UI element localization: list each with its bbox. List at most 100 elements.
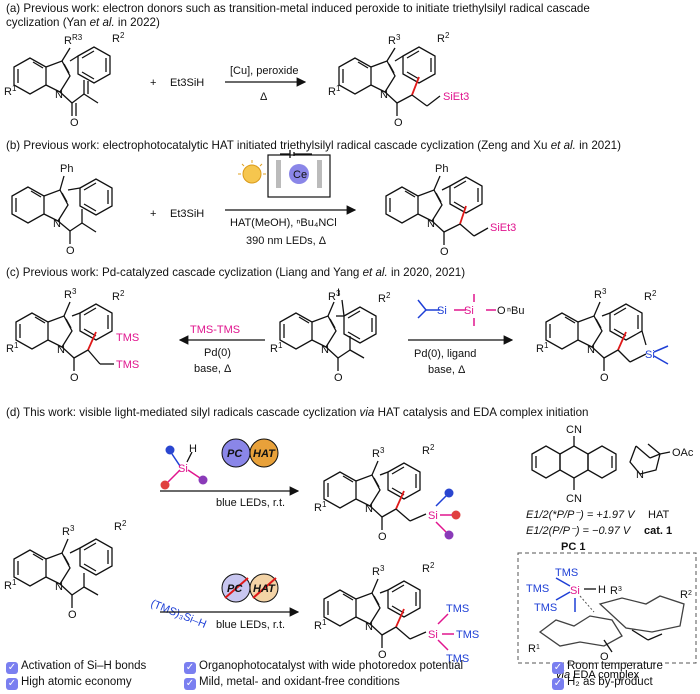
eda-o: O	[600, 651, 609, 663]
section-d-bottom-tms-2: TMS	[456, 629, 479, 641]
section-d-hat-oac: OAc	[672, 447, 694, 459]
section-a-r3: RR3	[64, 33, 83, 48]
section-a-etal: et al.	[89, 16, 115, 29]
section-a-prod-n: N	[380, 89, 388, 101]
section-d-pc-cn-bottom: CN	[566, 493, 582, 505]
eda-complex-structure	[538, 577, 685, 653]
section-a-header: (a) Previous work: electron donors such …	[6, 2, 590, 15]
section-a-prod-o: O	[394, 117, 403, 129]
section-c-left-reagent: TMS-TMS	[190, 324, 240, 336]
section-d-silane-h: H	[189, 443, 197, 455]
section-c-sm-n: N	[321, 344, 329, 356]
check-icon: ✓	[184, 662, 196, 674]
section-a-n: N	[55, 89, 63, 101]
section-a-reagent: Et3SiH	[170, 77, 204, 89]
section-b-prod-n: N	[427, 218, 435, 230]
section-c-left-tms1: TMS	[116, 332, 139, 344]
section-a-prod-r2: R2	[437, 31, 450, 46]
eda-si: Si	[570, 585, 580, 597]
section-c-etal: et al.	[362, 266, 388, 279]
section-b-ce: Ce	[293, 169, 307, 181]
eda-complex-box	[517, 552, 697, 664]
eda-tms-1: TMS	[555, 567, 578, 579]
section-a-cond-top: [Cu], peroxide	[230, 65, 298, 77]
section-d-pc-badge-crossed: PC	[227, 583, 243, 595]
section-b-prod-ph: Ph	[435, 163, 448, 175]
section-b-product	[385, 175, 489, 245]
section-c-right-cond-2: base, Δ	[428, 364, 466, 376]
section-b-prod-silyl: SiEt3	[490, 222, 516, 234]
section-d-pc-cn-top: CN	[566, 424, 582, 436]
section-c-sm-o: O	[334, 372, 343, 384]
section-d-via: via	[359, 406, 375, 419]
section-d-bottom-tms-1: TMS	[446, 603, 469, 615]
section-d-hat-badge-crossed: HAT	[253, 583, 276, 595]
section-c-left-cond-1: Pd(0)	[204, 347, 231, 359]
eda-r2: R2	[680, 589, 692, 601]
eda-tms-3: TMS	[534, 602, 557, 614]
section-c-sm-r3: R3	[328, 289, 341, 304]
check-icon: ✓	[552, 678, 564, 690]
eda-r1: R1	[528, 643, 540, 655]
section-d-top-o: O	[378, 531, 387, 543]
section-c-right-bu: ⁿBu	[507, 305, 524, 317]
section-c-text: (c) Previous work: Pd-catalyzed cascade …	[6, 266, 363, 279]
feature-h2-byproduct: ✓H₂ as by-product	[552, 676, 653, 690]
feature-activation: ✓Activation of Si–H bonds	[6, 660, 147, 674]
section-a-prod-r1: R1	[328, 84, 341, 99]
section-c-left-n: N	[57, 344, 65, 356]
section-b-text-pre: (b) Previous work: electrophotocatalytic…	[6, 139, 551, 152]
section-c-right-r3: R3	[594, 287, 607, 302]
feature-photocatalyst: ✓Organophotocatalyst with wide photoredo…	[184, 660, 464, 674]
section-c-sm-r1: R1	[270, 341, 283, 356]
section-d-bottom-o: O	[378, 649, 387, 661]
section-c-right-r1: R1	[536, 341, 549, 356]
section-d-r1: R1	[4, 578, 17, 593]
section-c-right-o: O	[600, 372, 609, 384]
section-a-line2-post: in 2022)	[114, 16, 160, 29]
section-d-bottom-si: Si	[428, 629, 438, 641]
section-d-bottom-cond: blue LEDs, r.t.	[216, 619, 285, 631]
section-d-bottom-product	[323, 578, 454, 651]
eda-r3: R3	[610, 585, 622, 597]
section-b-cell-icon	[238, 150, 331, 198]
section-d-pc-e1: E1/2(*P/P⁻) = +1.97 V	[526, 509, 636, 521]
section-d-tms3-reagent: (TMS)₃Si–H	[149, 598, 208, 631]
section-d-hat-cat: cat. 1	[644, 525, 672, 537]
eda-tms-2: TMS	[526, 583, 549, 595]
section-d-hat-structure	[629, 443, 671, 475]
section-c-right-r2: R2	[644, 289, 657, 304]
check-icon: ✓	[6, 662, 18, 674]
section-d-bottom-r1: R1	[314, 618, 327, 633]
section-d-text-post: HAT catalysis and EDA complex initiation	[374, 406, 589, 419]
section-b-reagent: Et3SiH	[170, 208, 204, 220]
eda-h: H	[598, 584, 606, 596]
section-b-prod-o: O	[440, 246, 449, 258]
section-d-r3: R3	[62, 524, 75, 539]
section-b-n: N	[53, 218, 61, 230]
section-c-right-si2: Si	[464, 305, 474, 317]
section-c-right-n: N	[587, 344, 595, 356]
check-icon: ✓	[184, 678, 196, 690]
section-c-header: (c) Previous work: Pd-catalyzed cascade …	[6, 266, 465, 279]
section-c-left-r2: R2	[112, 289, 125, 304]
section-c-left-product	[15, 301, 114, 371]
section-c-starting-material	[279, 299, 377, 371]
section-d-bottom-n: N	[365, 621, 373, 633]
section-d-top-r3: R3	[372, 446, 385, 461]
section-a-line2-pre: cyclization (Yan	[6, 16, 90, 29]
section-c-right-reagent	[417, 294, 496, 326]
feature-room-temp: ✓Room temperature	[552, 660, 663, 674]
section-b-cond-2: 390 nm LEDs, Δ	[246, 235, 327, 247]
section-a-product	[338, 46, 441, 116]
section-c-right-product	[545, 301, 669, 371]
section-d-n: N	[55, 581, 63, 593]
section-b-text-post: in 2021)	[575, 139, 621, 152]
section-a-r2: R2	[112, 31, 125, 46]
section-c-left-cond-2: base, Δ	[194, 363, 232, 375]
section-d-crossed-badges	[221, 573, 279, 603]
section-c-right-si: Si	[645, 349, 655, 361]
section-b-cond-1: HAT(MeOH), ⁿBu₄NCl	[230, 217, 337, 229]
section-b-header: (b) Previous work: electrophotocatalytic…	[6, 139, 621, 152]
section-d-top-cond: blue LEDs, r.t.	[216, 497, 285, 509]
